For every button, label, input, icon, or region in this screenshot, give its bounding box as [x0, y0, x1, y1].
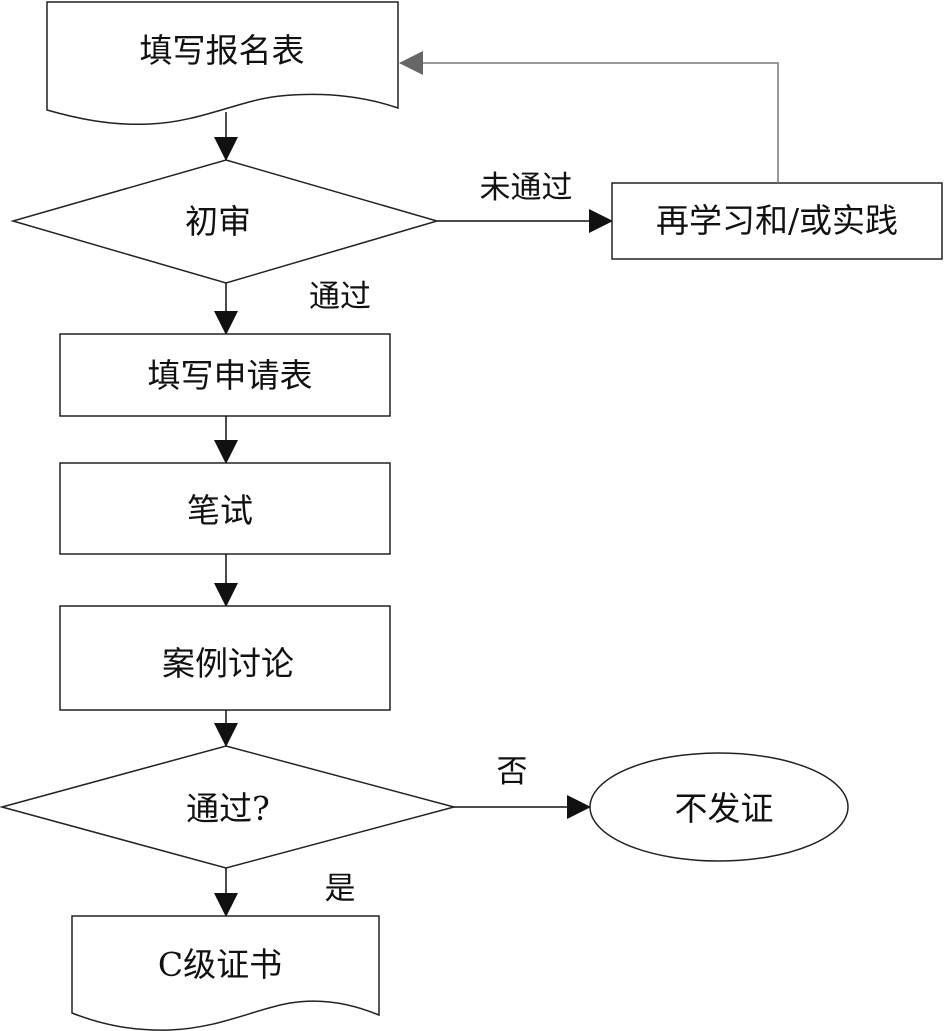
node-no-certificate: 不发证	[589, 752, 849, 862]
edge-label-final-no: 否	[497, 754, 528, 790]
node-written-exam: 笔试	[59, 462, 391, 555]
node-label: 案例讨论	[162, 644, 294, 683]
node-passed-decision: 通过?	[0, 745, 457, 869]
edge-label-final-yes: 是	[325, 871, 356, 907]
node-label: 再学习和/或实践	[656, 201, 898, 240]
node-fill-registration-form: 填写报名表	[46, 1, 399, 126]
edge-label-review-fail: 未通过	[480, 170, 573, 206]
node-label: C级证书	[158, 945, 282, 984]
edge-label-review-pass: 通过	[309, 279, 371, 315]
node-fill-application-form: 填写申请表	[59, 333, 391, 417]
node-label: 填写申请表	[148, 356, 313, 395]
node-label: 通过?	[186, 789, 270, 828]
node-preliminary-review: 初审	[10, 159, 440, 284]
node-label: 填写报名表	[140, 31, 305, 70]
node-label: 笔试	[187, 491, 253, 530]
edge-retry-loop	[399, 51, 779, 183]
node-case-discussion: 案例讨论	[59, 605, 391, 711]
node-label: 不发证	[675, 789, 774, 828]
node-relearn-practice: 再学习和/或实践	[611, 182, 943, 260]
node-c-level-certificate: C级证书	[71, 915, 380, 1031]
node-label: 初审	[185, 202, 251, 241]
